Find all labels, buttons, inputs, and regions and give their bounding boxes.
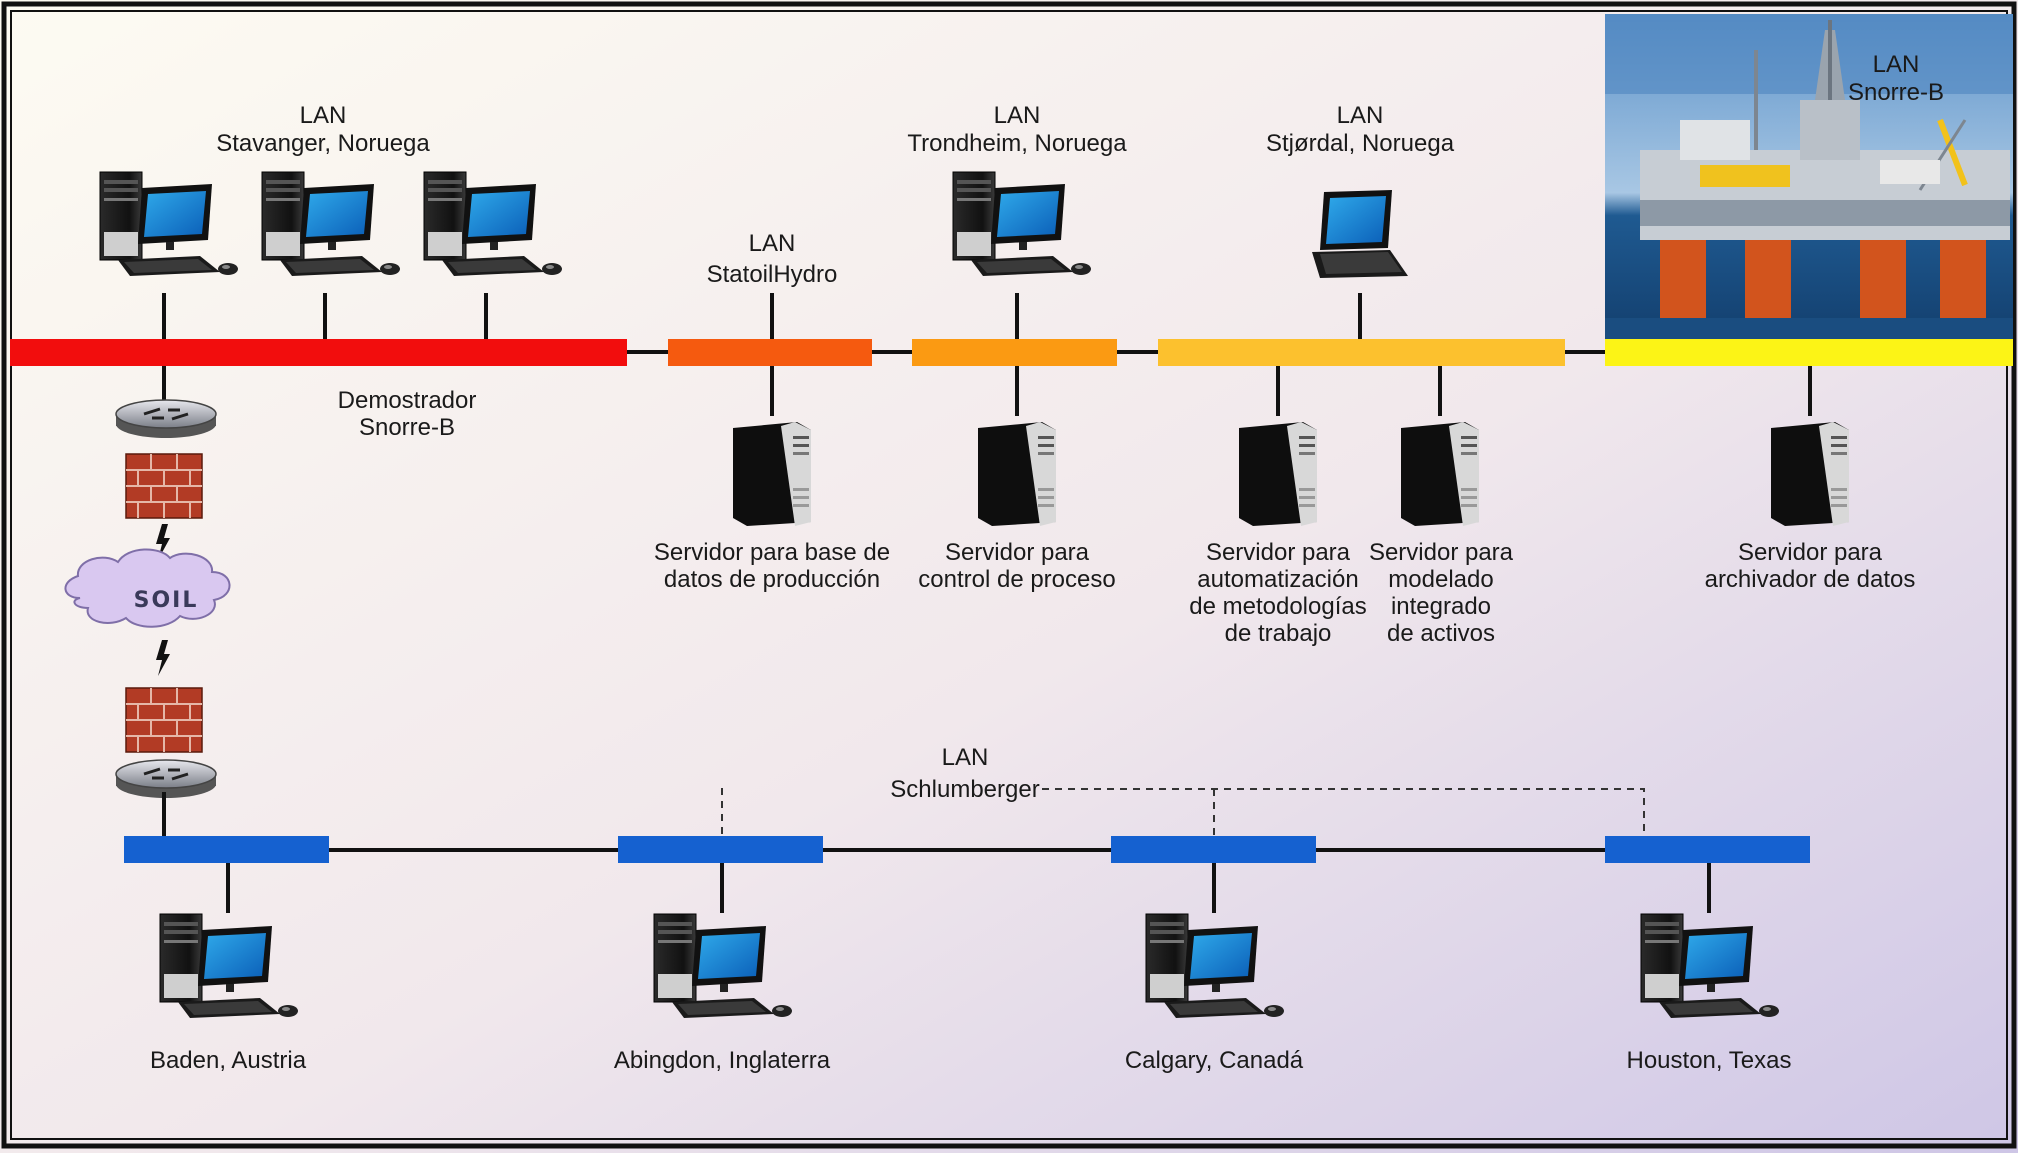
trondheim-place-label: Trondheim, Noruega [907,130,1127,157]
dashed-link [1042,788,1645,836]
srv-auto-line1: Servidor para [1206,539,1351,566]
statoil-lan-label: LAN [749,230,796,257]
cloud-icon: SOIL [64,548,231,628]
inner-frame [10,10,2008,1140]
site-baden-label: Baden, Austria [150,1047,307,1074]
bus-baden [124,836,329,863]
srv-model-line2: modelado [1388,566,1493,593]
bus-calgary [1111,836,1316,863]
srv-prod-line2: datos de producción [664,566,880,593]
tower-server-icon [1771,422,1849,526]
snorre-lan-label: LAN [1873,51,1920,78]
tower-server-icon [1401,422,1479,526]
statoil-name-label: StatoilHydro [707,261,838,288]
srv-auto-line4: de trabajo [1225,620,1332,647]
srv-arch-line1: Servidor para [1738,539,1883,566]
trondheim-lan-label: LAN [994,102,1041,129]
demo-line1-label: Demostrador [338,387,477,414]
srv-proc-line2: control de proceso [918,566,1115,593]
tower-server-icon [1239,422,1317,526]
firewall-icon [125,453,203,519]
bus-statoilhydro [668,339,872,366]
stjordal-lan-label: LAN [1337,102,1384,129]
bus-trondheim [912,339,1117,366]
tower-server-icon [978,422,1056,526]
stjordal-place-label: Stjørdal, Noruega [1266,130,1455,157]
srv-arch-line2: archivador de datos [1705,566,1916,593]
bus-snorre [1605,339,2013,366]
site-houston-label: Houston, Texas [1627,1047,1792,1074]
srv-auto-line3: de metodologías [1189,593,1366,620]
srv-model-line1: Servidor para [1369,539,1514,566]
srv-auto-line2: automatización [1197,566,1358,593]
stavanger-lan-label: LAN [300,102,347,129]
bus-stavanger [10,339,627,366]
srv-prod-line1: Servidor para base de [654,539,890,566]
firewall-icon [125,687,203,753]
demo-line2-label: Snorre-B [359,414,455,441]
bus-stjordal [1158,339,1565,366]
site-calgary-label: Calgary, Canadá [1125,1047,1304,1074]
bus-abingdon [618,836,823,863]
slb-name-label: Schlumberger [890,776,1039,803]
bus-houston [1605,836,1810,863]
srv-model-line3: integrado [1391,593,1491,620]
soil-label: SOIL [134,588,199,613]
snorre-name-label: Snorre-B [1848,79,1944,106]
srv-model-line4: de activos [1387,620,1495,647]
tower-server-icon [733,422,811,526]
offshore-platform-image: LAN Snorre-B [1605,14,2013,339]
stavanger-place-label: Stavanger, Noruega [216,130,430,157]
srv-proc-line1: Servidor para [945,539,1090,566]
slb-lan-label: LAN [942,744,989,771]
site-abingdon-label: Abingdon, Inglaterra [614,1047,831,1074]
router-icon [114,398,218,440]
